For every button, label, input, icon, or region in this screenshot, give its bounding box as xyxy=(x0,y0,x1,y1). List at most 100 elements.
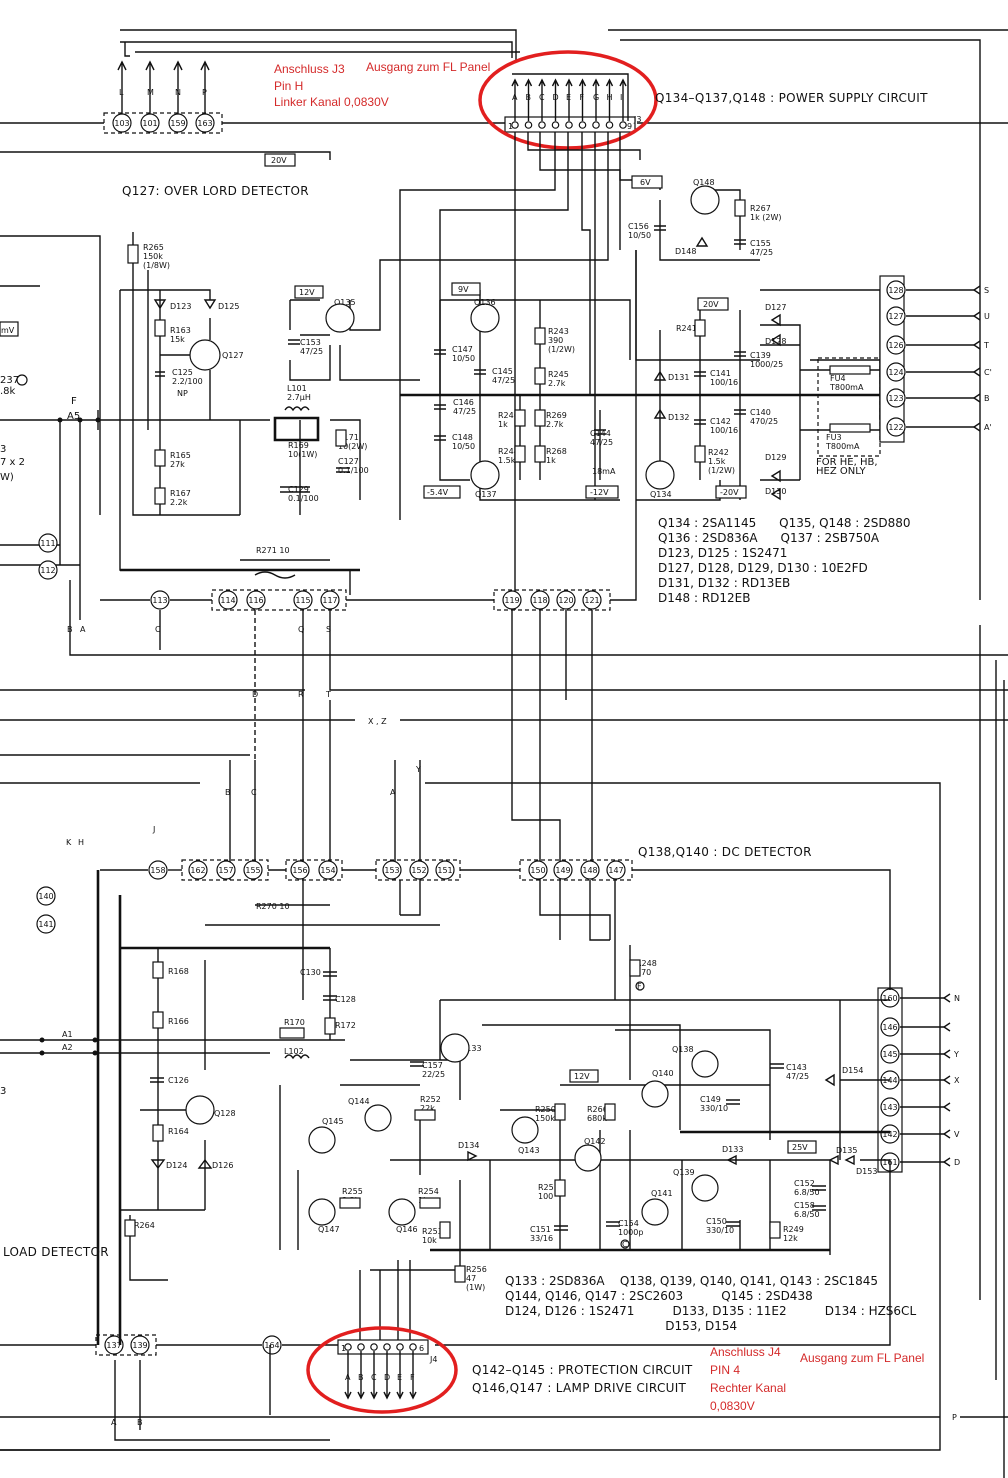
net-ba-label: B xyxy=(67,625,73,634)
terminal-154-number: 154 xyxy=(320,866,335,875)
i18-label: 18mA xyxy=(592,467,616,476)
j4-annotation-output: Ausgang zum FL Panel xyxy=(800,1351,924,1365)
mid-vertical-wires xyxy=(0,580,1008,1451)
terminal-122: 122 xyxy=(886,417,906,437)
terminal-141-number: 141 xyxy=(38,920,53,929)
terminal-120-number: 120 xyxy=(558,596,573,605)
r170-label: R170 xyxy=(284,1018,305,1027)
f-circle-symbol: F xyxy=(637,982,642,991)
net-a1-label: A1 xyxy=(62,1030,73,1039)
terminal-124: 124 xyxy=(886,362,906,382)
terminal-114-number: 114 xyxy=(220,596,235,605)
terminal-164: 164 xyxy=(262,1335,282,1355)
j4-annotation-channel: Rechter Kanal xyxy=(710,1381,786,1395)
j3-annotation-output: Ausgang zum FL Panel xyxy=(366,60,490,74)
net-a2-label: A xyxy=(390,788,396,797)
terminal-143: 143 xyxy=(880,1097,900,1117)
lower-net-letters: A1 A2 A B P xyxy=(39,1030,957,1427)
v12-label: 12V xyxy=(299,288,315,297)
d129-label: D129 xyxy=(765,453,786,462)
terminal-150-number: 150 xyxy=(530,866,545,875)
terminal-115: 115 xyxy=(293,590,313,610)
red-annotations: Anschluss J3 Ausgang zum FL Panel Pin H … xyxy=(274,60,924,1413)
q139-label: Q139 xyxy=(673,1168,695,1177)
q134-label: Q134 xyxy=(650,490,672,499)
net-a5-label: A5 xyxy=(67,411,80,422)
q133-label: Q133 xyxy=(460,1044,482,1053)
terminal-123-number: 123 xyxy=(888,394,903,403)
right-letter-top-4: B xyxy=(984,394,990,403)
terminal-158-number: 158 xyxy=(150,866,165,875)
parts_list_top-line-3: D127, D128, D129, D130 : 10E2FD xyxy=(658,561,868,575)
terminal-118: 118 xyxy=(530,590,550,610)
terminal-140-number: 140 xyxy=(38,892,53,901)
terminal-153-number: 153 xyxy=(384,866,399,875)
q144-label: Q144 xyxy=(348,1097,370,1106)
j4-pin-E: E xyxy=(397,1373,402,1382)
terminal-114: 114 xyxy=(218,590,238,610)
r237b-label: .8k xyxy=(0,386,16,397)
j3-annotation-value: Linker Kanal 0,0830V xyxy=(274,95,389,109)
right-letter-bot-5: V xyxy=(954,1130,960,1139)
net-c2-label: C xyxy=(251,788,257,797)
d154-label: D154 xyxy=(842,1066,863,1075)
terminal-162: 162 xyxy=(188,860,208,880)
net-k-label: K xyxy=(66,838,72,847)
terminal-151-number: 151 xyxy=(437,866,452,875)
j3-pin-C: C xyxy=(539,93,545,102)
d133-label: D133 xyxy=(722,1145,743,1154)
terminal-150: 150 xyxy=(528,860,548,880)
terminal-157-number: 157 xyxy=(218,866,233,875)
net-b2-label: B xyxy=(225,788,231,797)
q146-label: Q146 xyxy=(396,1225,418,1234)
terminal-117: 117 xyxy=(320,590,340,610)
j4-pin-D: D xyxy=(384,1373,390,1382)
terminal-163: 163 xyxy=(195,113,215,133)
right-letter-top-5: A' xyxy=(984,423,992,432)
terminal-141: 141 xyxy=(36,914,56,934)
c128-label: C128 xyxy=(335,995,356,1004)
q148-label: Q148 xyxy=(693,178,715,187)
j3-pin-A: A xyxy=(512,93,518,102)
q128-label: Q128 xyxy=(214,1109,236,1118)
terminal-116-number: 116 xyxy=(248,596,263,605)
terminal-116: 116 xyxy=(246,590,266,610)
terminal-151: 151 xyxy=(435,860,455,880)
terminal-139: 139 xyxy=(130,1335,150,1355)
terminal-154: 154 xyxy=(318,860,338,880)
terminal-139-number: 139 xyxy=(132,1341,147,1350)
j4-pin-B: B xyxy=(358,1373,364,1382)
terminal-103: 103 xyxy=(112,113,132,133)
j4-pin6-label: 6 xyxy=(419,1344,424,1353)
r270-label: R270 10 xyxy=(256,902,290,911)
terminal-160: 160 xyxy=(880,988,900,1008)
terminal-126: 126 xyxy=(886,335,906,355)
j3-pin-H: H xyxy=(607,93,613,102)
vm12-label: -12V xyxy=(590,488,609,497)
terminal-115-number: 115 xyxy=(295,596,310,605)
d132-label: D132 xyxy=(668,413,689,422)
j3-pin9-label: 9 xyxy=(627,122,632,131)
right-letter-top-1: U xyxy=(984,312,990,321)
j4-pin1-label: 1 xyxy=(341,1344,346,1353)
terminal-120: 120 xyxy=(556,590,576,610)
terminal-142: 142 xyxy=(880,1124,900,1144)
right-letter-bot-6: D xyxy=(954,1158,960,1167)
